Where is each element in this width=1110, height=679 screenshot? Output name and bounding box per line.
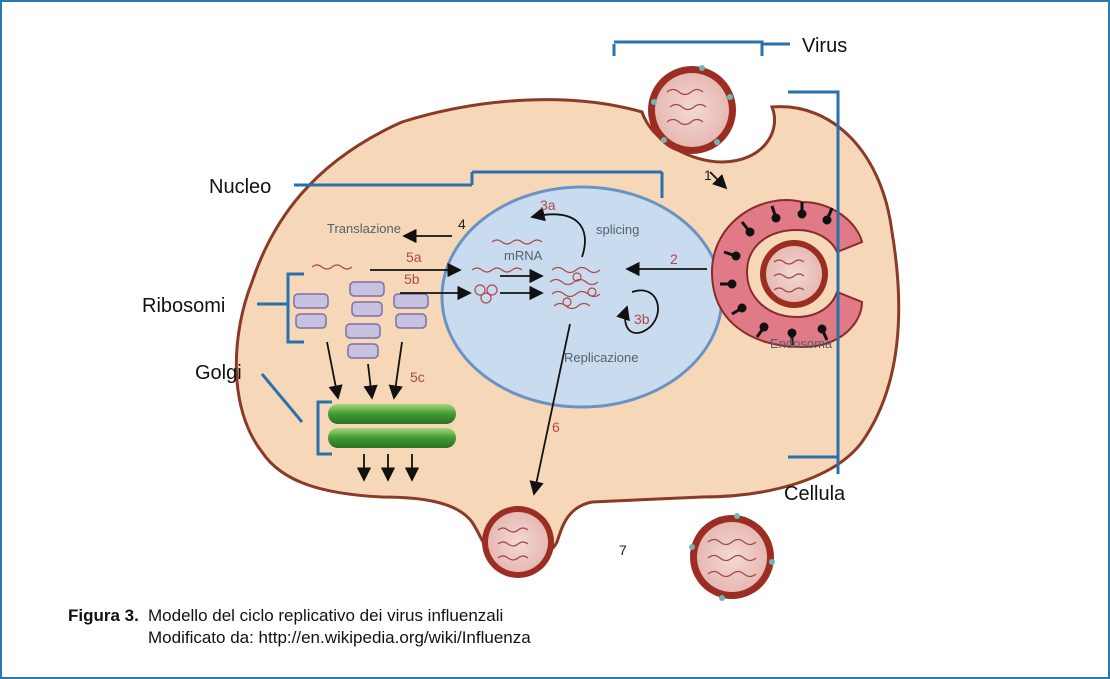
- step-1: 1: [704, 167, 712, 183]
- step-5a: 5a: [406, 249, 422, 265]
- label-cellula: Cellula: [784, 483, 846, 505]
- figure-caption: Figura 3.Modello del ciclo replicativo d…: [68, 605, 531, 649]
- step-7: 7: [619, 542, 627, 558]
- label-mrna: mRNA: [504, 248, 543, 263]
- nucleus: [442, 187, 722, 407]
- label-virus: Virus: [802, 35, 847, 57]
- label-translazione: Translazione: [327, 221, 401, 236]
- caption-line-1: Modello del ciclo replicativo dei virus …: [148, 606, 503, 625]
- virus-particle-entering: [648, 65, 736, 154]
- label-splicing: splicing: [596, 222, 639, 237]
- caption-line-2: Modificato da: http://en.wikipedia.org/w…: [68, 627, 531, 649]
- step-5b: 5b: [404, 271, 420, 287]
- label-golgi: Golgi: [195, 362, 242, 384]
- step-3b: 3b: [634, 311, 650, 327]
- virus-particle-budding: [482, 506, 554, 578]
- label-nucleo: Nucleo: [209, 176, 271, 198]
- step-3a: 3a: [540, 197, 556, 213]
- virus-particle-released: [689, 513, 775, 601]
- step-6: 6: [552, 419, 560, 435]
- step-4: 4: [458, 216, 466, 232]
- label-ribosomi: Ribosomi: [142, 295, 225, 317]
- caption-figure-label: Figura 3.: [68, 605, 148, 627]
- step-2: 2: [670, 251, 678, 267]
- step-5c: 5c: [410, 369, 425, 385]
- label-endosoma: Endosoma: [770, 336, 833, 351]
- label-replicazione: Replicazione: [564, 350, 638, 365]
